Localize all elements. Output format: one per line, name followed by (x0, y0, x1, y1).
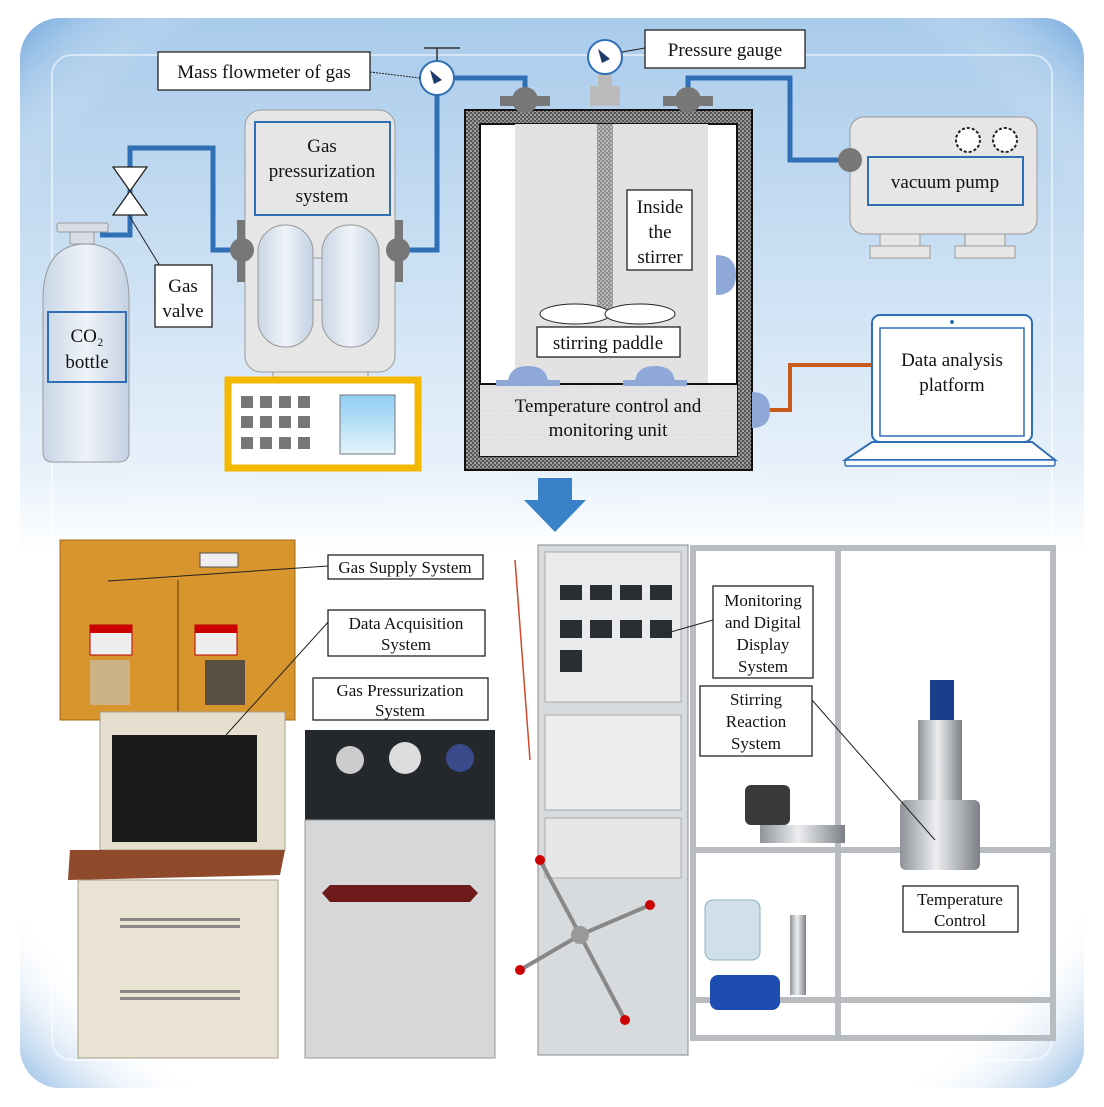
svg-text:monitoring unit: monitoring unit (549, 420, 668, 441)
svg-text:System: System (738, 657, 788, 676)
svg-text:valve: valve (162, 301, 203, 322)
svg-text:stirrer: stirrer (637, 247, 683, 268)
svg-text:bottle: bottle (65, 352, 108, 373)
inside-stirrer-label-box (626, 189, 693, 271)
data-acquisition-label-box (327, 609, 486, 657)
stirring-reaction-label: Stirring (730, 690, 782, 709)
arrow-down-icon (524, 478, 586, 532)
gas-pressurization-label: Gas (307, 136, 337, 157)
temperature-control-label: Temperature (917, 890, 1003, 909)
gas-pressurization-photo-label: Gas Pressurization (336, 681, 464, 700)
temperature-control-label-box (902, 885, 1019, 933)
data-analysis-laptop (841, 314, 1058, 467)
svg-text:platform: platform (919, 375, 985, 396)
gas-valve-label-box (154, 264, 213, 328)
mass-flowmeter-icon (419, 47, 460, 96)
svg-text:Control: Control (934, 911, 986, 930)
svg-text:System: System (381, 635, 431, 654)
temperature-unit-label: Temperature control and (515, 396, 702, 417)
vacuum-pump-label: vacuum pump (891, 172, 999, 193)
svg-text:Display: Display (737, 635, 790, 654)
gas-valve-icon (111, 166, 161, 267)
stirring-reaction-label-box (699, 685, 813, 757)
gas-pressurization-photo-label-box (312, 677, 489, 721)
mass-flowmeter-label-box (157, 51, 371, 91)
control-panel-box (224, 376, 422, 472)
svg-text:System: System (731, 734, 781, 753)
stirring-paddle-label: stirring paddle (553, 333, 663, 354)
co2-bottle: CO₂ bottle (42, 222, 130, 463)
co2-bottle-label: CO₂ (70, 326, 103, 347)
pressure-gauge-label-box (644, 29, 806, 69)
stirring-paddle-label-box (536, 326, 681, 358)
svg-text:System: System (375, 701, 425, 720)
data-acquisition-label: Data Acquisition (349, 614, 464, 633)
svg-text:Reaction: Reaction (726, 712, 787, 731)
svg-text:and Digital: and Digital (725, 613, 801, 632)
vacuum-pump (838, 116, 1038, 259)
gas-supply-label-box (327, 554, 484, 580)
inside-stirrer-label: Inside (637, 197, 683, 218)
monitoring-label: Monitoring (724, 591, 802, 610)
data-platform-label: Data analysis (901, 350, 1003, 371)
svg-text:the: the (648, 222, 671, 243)
pressure-gauge-label: Pressure gauge (668, 40, 783, 61)
svg-text:pressurization: pressurization (269, 161, 376, 182)
apparatus-photo (59, 539, 1056, 1059)
gas-valve-label: Gas (168, 276, 198, 297)
gas-supply-label: Gas Supply System (338, 558, 471, 577)
monitoring-label-box (712, 585, 814, 679)
svg-text:system: system (296, 186, 349, 207)
signal-cable (752, 363, 872, 412)
pressure-gauge-icon (587, 39, 623, 75)
mass-flowmeter-label: Mass flowmeter of gas (177, 62, 351, 83)
